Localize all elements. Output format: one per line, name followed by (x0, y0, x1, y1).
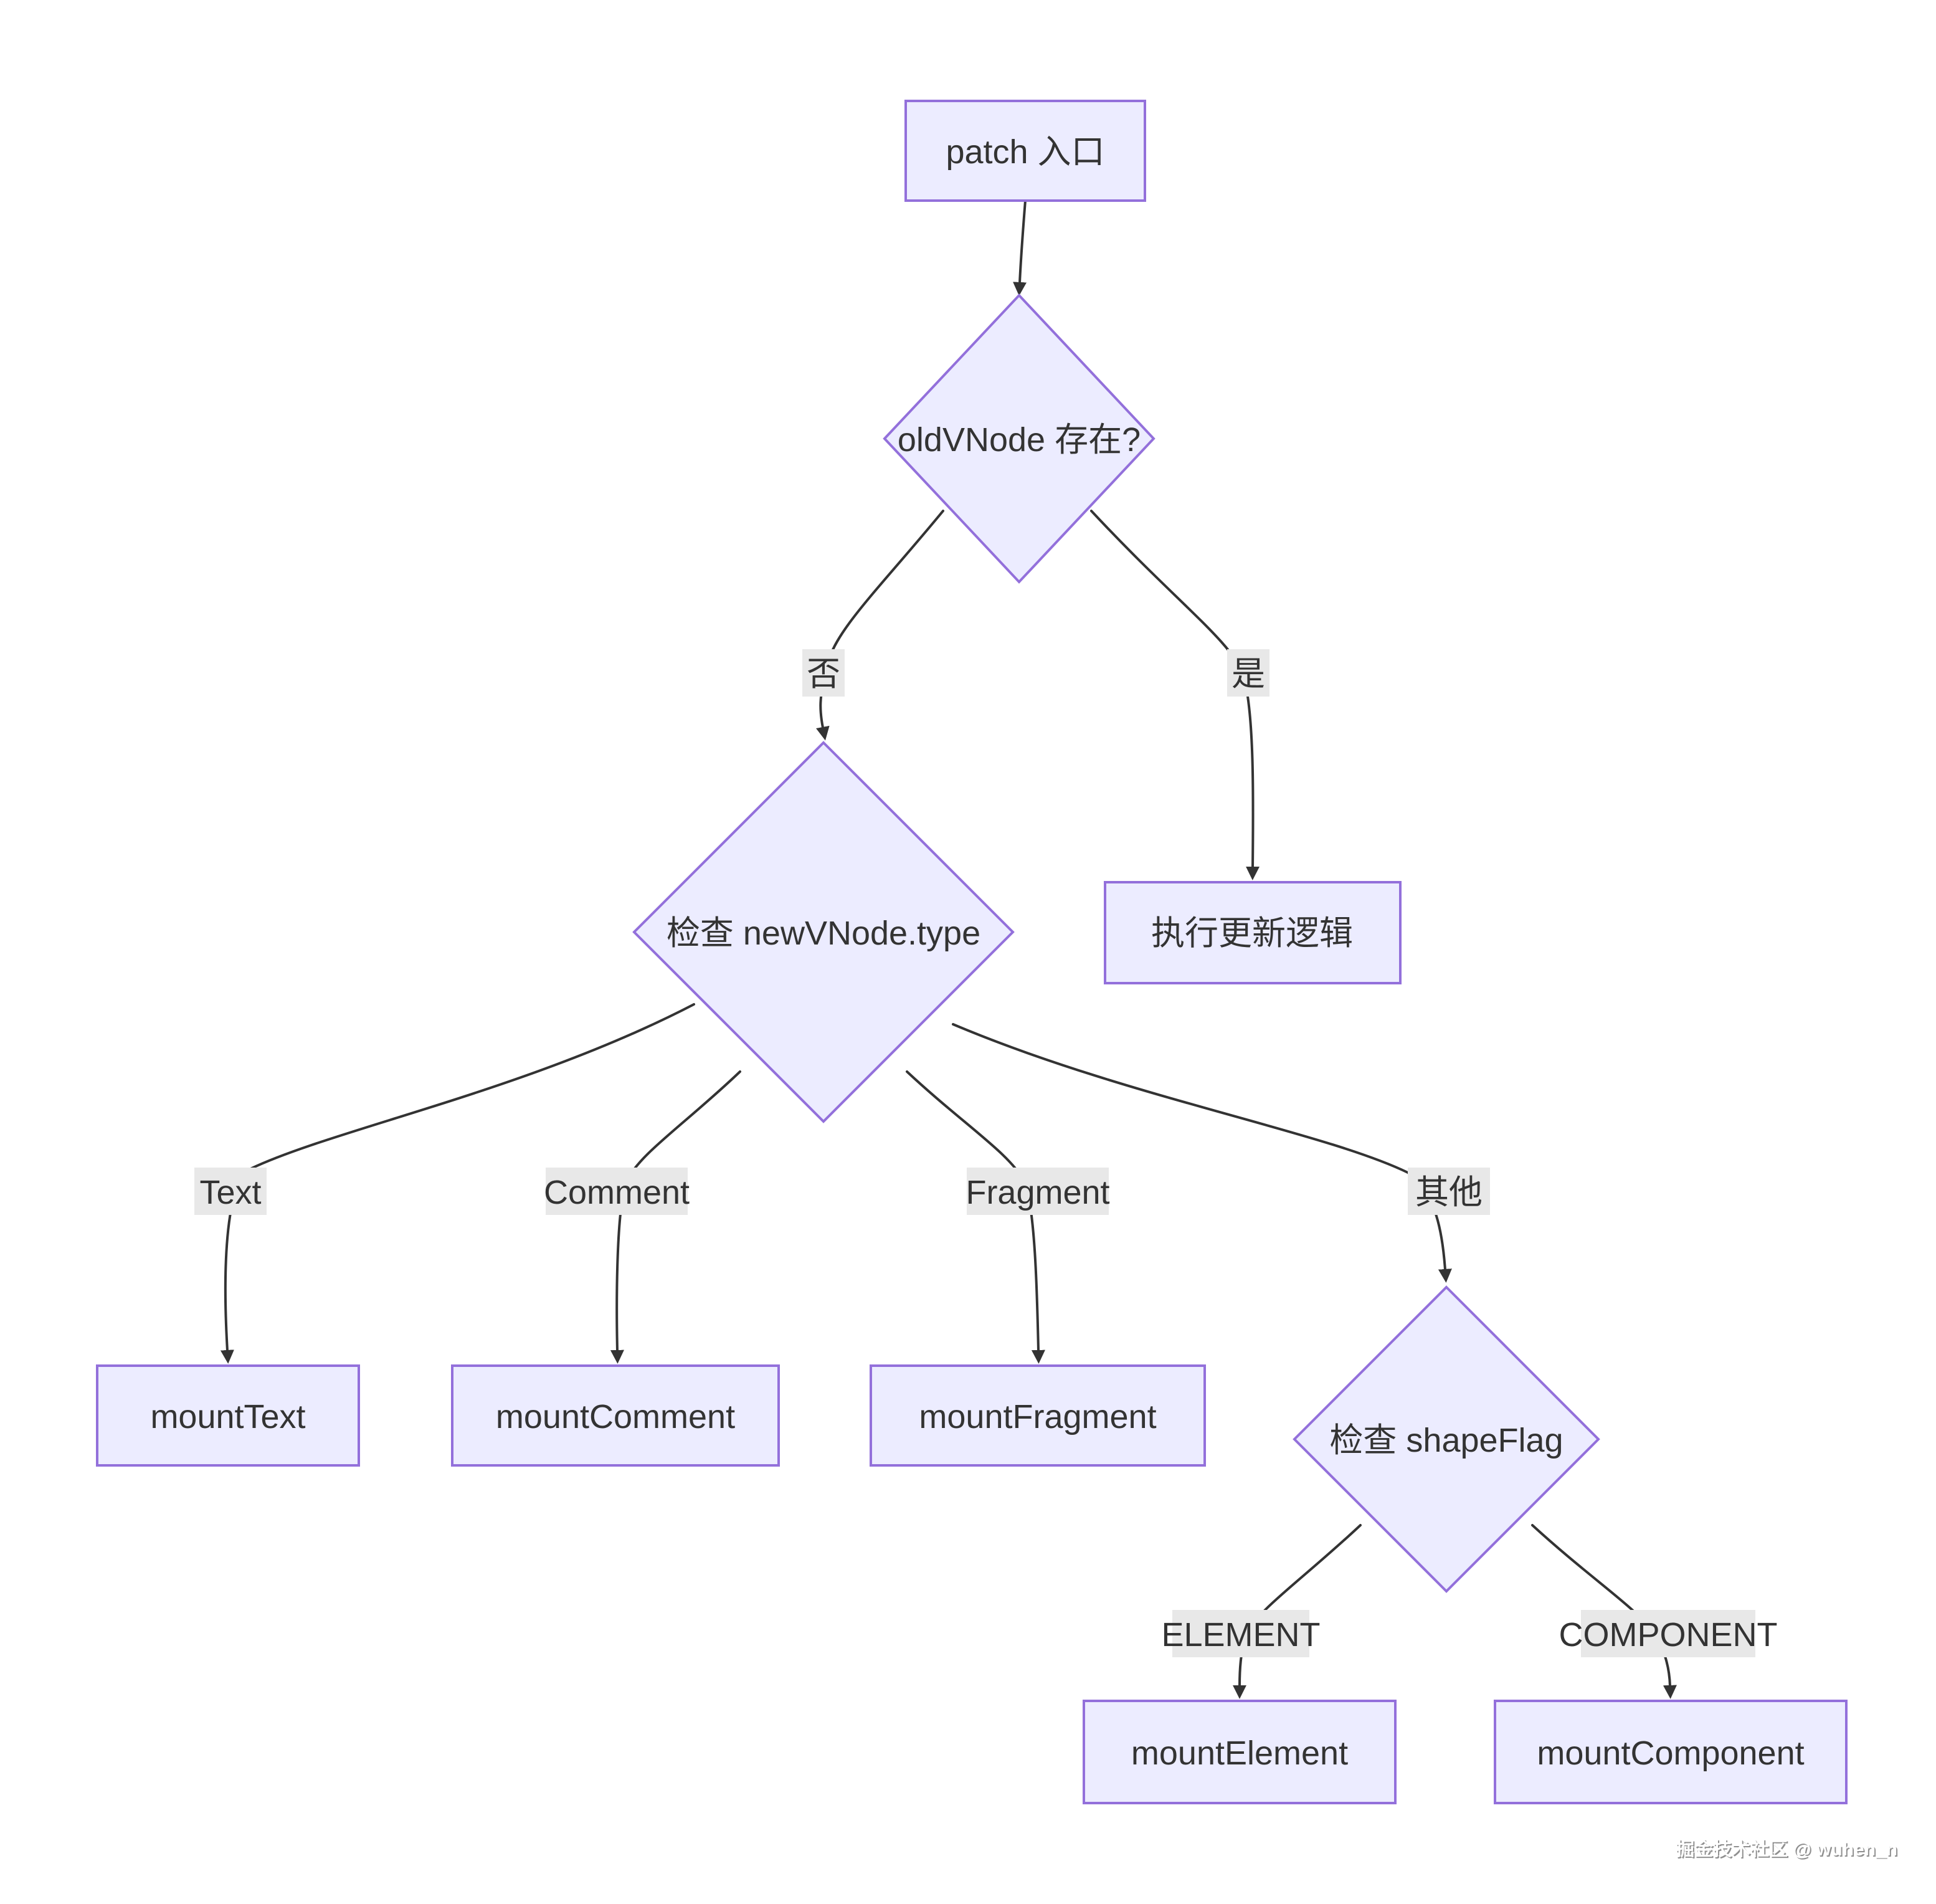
edge-label-element: ELEMENT (1161, 1610, 1321, 1657)
node-mount-fragment: mountFragment (870, 1364, 1206, 1467)
node-mount-element-shape (1083, 1700, 1397, 1804)
edge-label-no: 否 (802, 649, 845, 697)
node-check-newvnode-type: 检查 newVNode.type (632, 741, 1015, 1123)
node-patch-label: patch 入口 (946, 133, 1104, 171)
node-mount-component-shape (1494, 1700, 1848, 1804)
edge-label-fragment-text: Fragment (966, 1174, 1109, 1211)
watermark: 掘金技术社区 @ wuhen_n 掘金技术社区 @ wuhen_n (1676, 1839, 1899, 1861)
node-mount-text: mountText (96, 1364, 360, 1467)
node-mount-text-label: mountText (150, 1398, 305, 1435)
edge-label-no-text: 否 (807, 655, 840, 693)
edge-patch-to-oldvnode (1013, 199, 1027, 296)
edge-label-text-text: Text (199, 1174, 261, 1211)
watermark-text: 掘金技术社区 @ wuhen_n (1676, 1839, 1897, 1860)
node-oldvnode-exists-label: oldVNode 存在? (898, 421, 1141, 459)
node-mount-comment: mountComment (451, 1364, 780, 1467)
edge-label-text-bg (194, 1168, 267, 1215)
edge-label-other-text: 其他 (1415, 1174, 1483, 1211)
node-check-shapeflag: 检查 shapeFlag (1293, 1285, 1600, 1593)
edge-label-element-bg (1172, 1610, 1309, 1657)
node-mount-element-label: mountElement (1131, 1735, 1348, 1772)
node-oldvnode-exists-shape (883, 293, 1155, 584)
edge-label-no-bg (802, 649, 845, 697)
watermark-shadow-text: 掘金技术社区 @ wuhen_n (1677, 1840, 1899, 1861)
edge-label-component: COMPONENT (1559, 1610, 1778, 1657)
node-check-newvnode-type-shape (632, 741, 1015, 1123)
node-update-logic-shape (1104, 881, 1402, 984)
node-check-shapeflag-label: 检查 shapeFlag (1329, 1422, 1563, 1459)
edge-label-comment: Comment (544, 1168, 690, 1215)
edge-shapeflag-component-to-mountcomponent (1531, 1524, 1677, 1699)
node-mount-fragment-shape (870, 1364, 1206, 1467)
edge-shapeflag-element-to-mountelement (1233, 1524, 1362, 1699)
node-mount-comment-shape (451, 1364, 780, 1467)
node-mount-comment-label: mountComment (496, 1398, 735, 1435)
node-mount-text-shape (96, 1364, 360, 1467)
edge-label-fragment-bg (967, 1168, 1109, 1215)
node-mount-fragment-label: mountFragment (919, 1398, 1156, 1435)
edge-label-component-text: COMPONENT (1559, 1616, 1778, 1654)
edge-label-fragment: Fragment (966, 1168, 1110, 1215)
edge-checktype-other-to-shapeflag (952, 1023, 1452, 1283)
edge-label-component-bg (1581, 1610, 1755, 1657)
node-mount-component: mountComponent (1494, 1700, 1848, 1804)
edge-label-comment-bg (546, 1168, 688, 1215)
edge-label-comment-text: Comment (544, 1174, 690, 1211)
edge-label-yes: 是 (1227, 649, 1269, 697)
node-mount-element: mountElement (1083, 1700, 1397, 1804)
node-check-newvnode-type-label: 检查 newVNode.type (667, 915, 980, 952)
node-update-logic-label: 执行更新逻辑 (1151, 915, 1353, 952)
edge-label-text: Text (194, 1168, 267, 1215)
node-patch: patch 入口 (904, 100, 1146, 202)
edge-label-yes-text: 是 (1231, 655, 1265, 693)
edge-checktype-text-to-mounttext (220, 1003, 695, 1364)
node-patch-shape (904, 100, 1146, 202)
node-oldvnode-exists: oldVNode 存在? (883, 293, 1155, 584)
edge-label-element-text: ELEMENT (1161, 1616, 1320, 1654)
node-check-shapeflag-shape (1293, 1285, 1600, 1593)
edge-label-other: 其他 (1408, 1168, 1490, 1215)
edge-label-other-bg (1408, 1168, 1490, 1215)
node-mount-component-label: mountComponent (1537, 1735, 1804, 1772)
edge-label-yes-bg (1227, 649, 1269, 697)
node-update-logic: 执行更新逻辑 (1104, 881, 1402, 984)
